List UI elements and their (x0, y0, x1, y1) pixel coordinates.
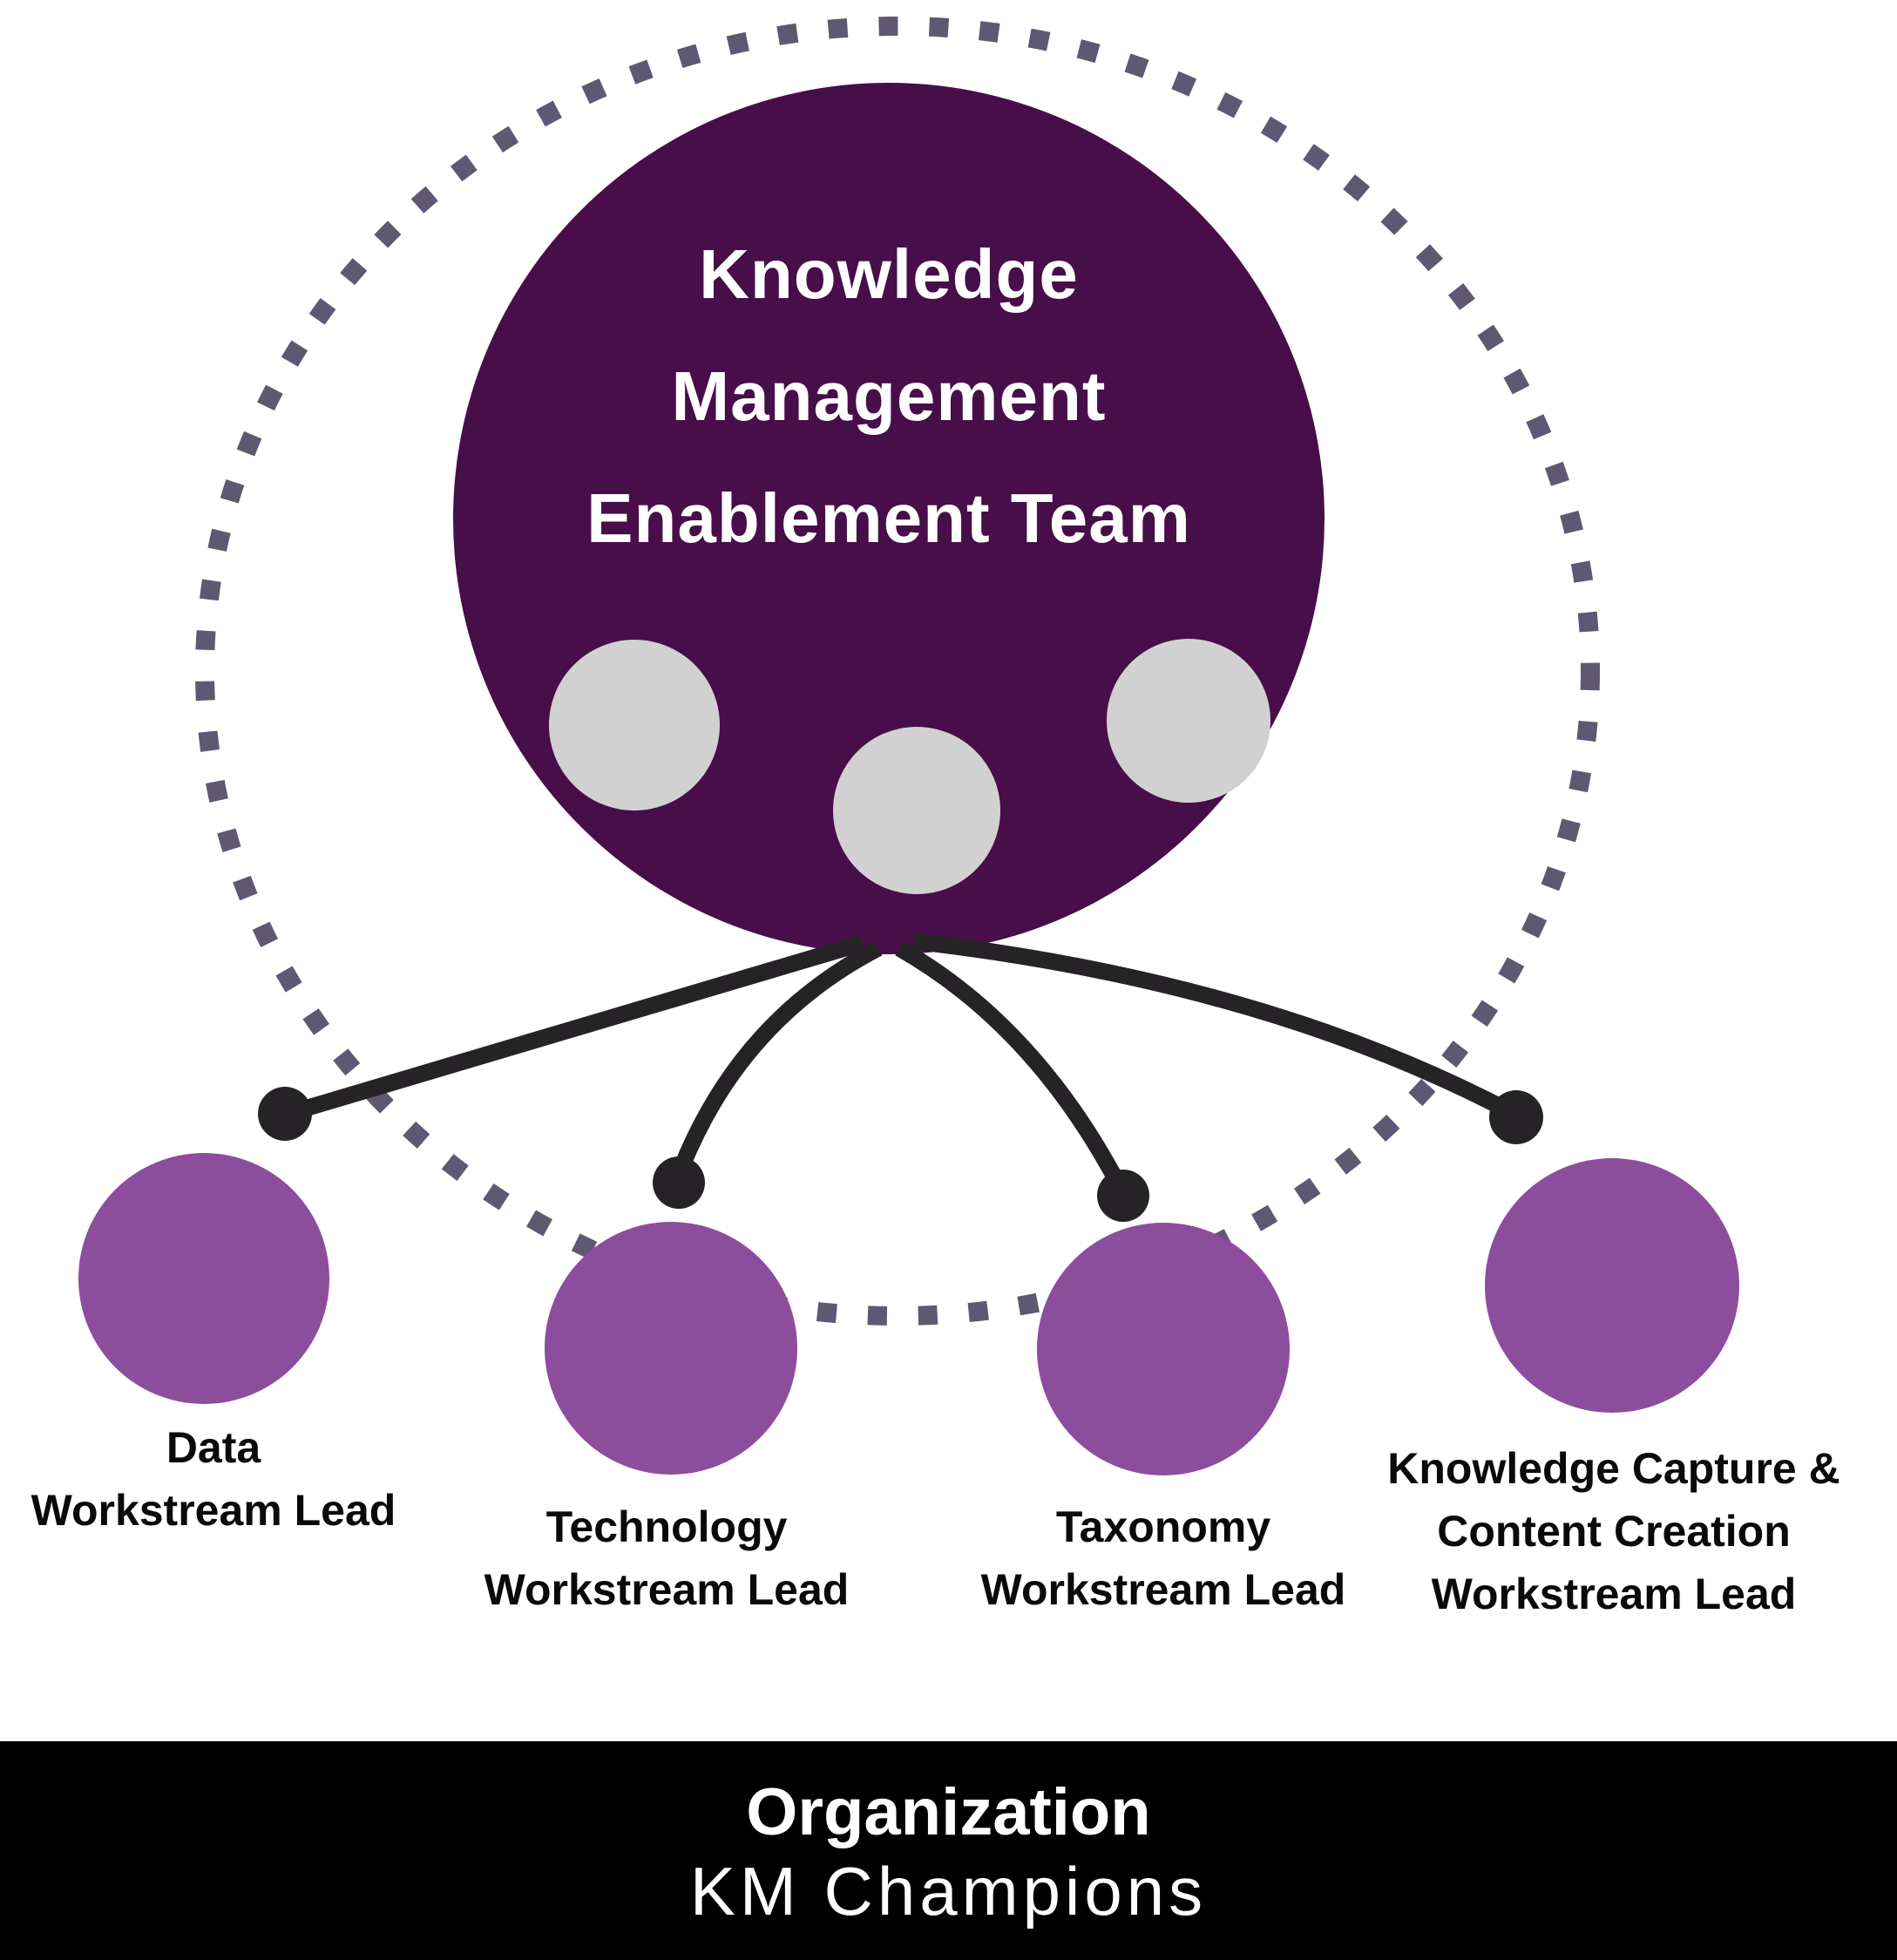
connector-line-taxonomy (895, 940, 1125, 1186)
footer-bar: Organization KM Champions (0, 1741, 1897, 1960)
connector-line-knowledge-capture (911, 933, 1505, 1115)
dotted-ring (195, 17, 1600, 1326)
workstream-label-line: Technology (545, 1502, 788, 1551)
workstream-label-line: Workstream Lead (484, 1565, 850, 1614)
workstream-label-line: Workstream Lead (1431, 1570, 1797, 1618)
workstream-circle-data (78, 1153, 329, 1404)
workstream-label-line: Content Creation (1437, 1507, 1791, 1556)
central-team-title: Knowledge Management Enablement Team (453, 214, 1325, 580)
connector-line-technology (674, 940, 883, 1171)
workstream-label-knowledge-capture: Knowledge Capture & Content Creation Wor… (1326, 1437, 1897, 1625)
workstream-circle-taxonomy (1037, 1223, 1290, 1475)
team-member-icon (549, 640, 720, 810)
connector-endpoint-dot (258, 1087, 312, 1141)
footer-subtitle: KM Champions (689, 1853, 1208, 1929)
workstream-label-data: Data Workstream Lead (0, 1416, 475, 1542)
workstream-label-line: Knowledge Capture & (1387, 1444, 1840, 1493)
connector-endpoint-dot (1097, 1170, 1149, 1222)
workstream-circle-knowledge-capture (1485, 1158, 1739, 1413)
workstream-label-line: Taxonomy (1055, 1502, 1271, 1551)
connector-endpoint-dot (653, 1156, 705, 1209)
central-team-title-line: Knowledge (699, 235, 1079, 313)
central-team-title-line: Enablement Team (586, 479, 1191, 557)
workstream-label-taxonomy: Taxonomy Workstream Lead (902, 1495, 1425, 1621)
connector-line-data (302, 934, 865, 1117)
workstream-circle-technology (545, 1222, 797, 1475)
workstream-label-line: Data (166, 1423, 261, 1472)
footer-title: Organization (746, 1775, 1151, 1849)
connector-endpoint-dot (1489, 1090, 1543, 1144)
workstream-label-line: Workstream Lead (30, 1486, 396, 1535)
team-member-icon (833, 727, 1000, 894)
workstream-label-technology: Technology Workstream Lead (405, 1495, 928, 1621)
workstream-label-line: Workstream Lead (980, 1565, 1346, 1614)
team-member-icon (1107, 639, 1270, 803)
central-team-title-line: Management (671, 357, 1107, 435)
